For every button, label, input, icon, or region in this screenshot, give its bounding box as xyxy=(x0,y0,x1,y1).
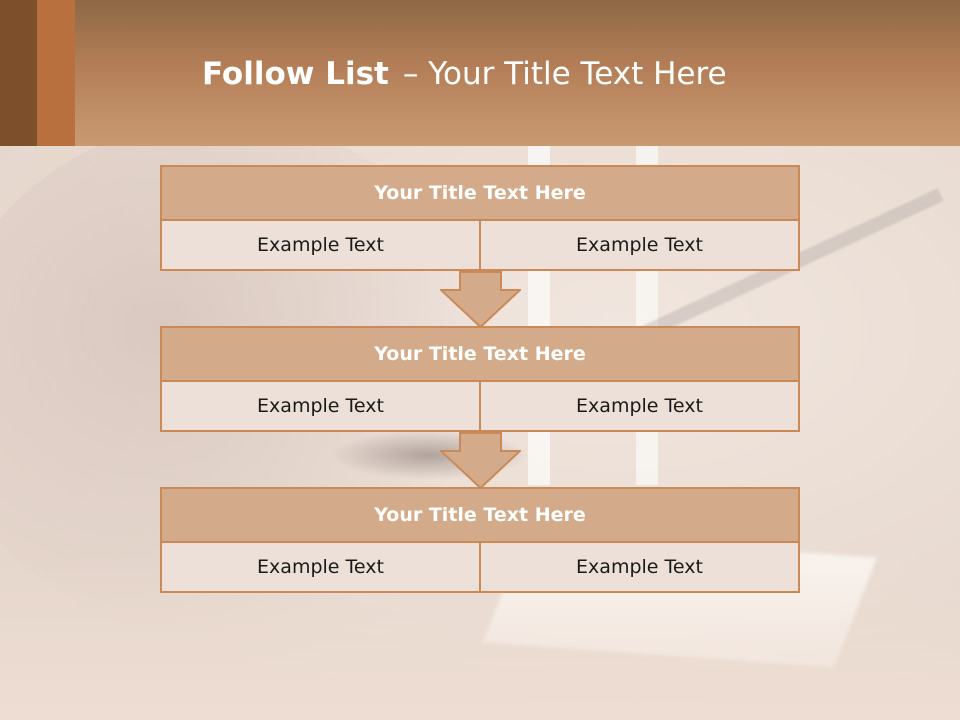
block-row: Example Text Example Text xyxy=(160,543,800,593)
block-cell-right: Example Text xyxy=(481,221,800,271)
block-cell-left: Example Text xyxy=(160,543,481,593)
slide-title: Follow List – Your Title Text Here xyxy=(202,56,727,92)
block-row: Example Text Example Text xyxy=(160,221,800,271)
down-arrow-icon xyxy=(440,432,521,490)
block-cell-left: Example Text xyxy=(160,382,481,432)
block-cell-right: Example Text xyxy=(481,543,800,593)
list-block-2: Your Title Text Here Example Text Exampl… xyxy=(160,326,800,432)
block-title: Your Title Text Here xyxy=(160,165,800,221)
block-cell-left: Example Text xyxy=(160,221,481,271)
list-block-1: Your Title Text Here Example Text Exampl… xyxy=(160,165,800,271)
down-arrow-icon xyxy=(440,271,521,329)
header-band xyxy=(0,0,960,146)
header-accent-light xyxy=(37,0,75,146)
list-block-3: Your Title Text Here Example Text Exampl… xyxy=(160,487,800,593)
slide-title-rest: – Your Title Text Here xyxy=(402,56,727,92)
block-row: Example Text Example Text xyxy=(160,382,800,432)
header-accent-dark xyxy=(0,0,37,146)
block-cell-right: Example Text xyxy=(481,382,800,432)
block-title: Your Title Text Here xyxy=(160,326,800,382)
slide-title-bold: Follow List xyxy=(202,56,389,92)
block-title: Your Title Text Here xyxy=(160,487,800,543)
